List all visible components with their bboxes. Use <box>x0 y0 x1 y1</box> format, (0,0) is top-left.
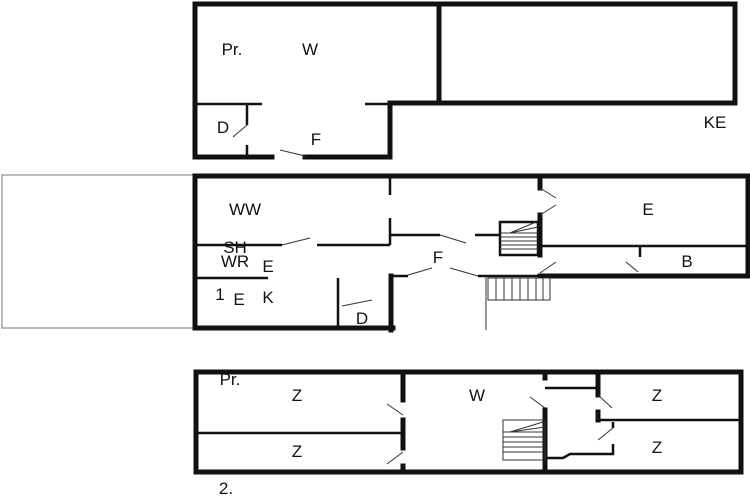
top-floor-plan: Pr. W D F KE <box>192 1 738 160</box>
room-label-d: D <box>217 118 229 137</box>
room-label-e: E <box>262 257 273 276</box>
room-label-d: D <box>356 309 368 328</box>
room-label-z: Z <box>292 386 302 405</box>
annex-outline <box>1 174 194 329</box>
room-label-f: F <box>433 248 443 267</box>
room-label-w: W <box>469 386 485 405</box>
room-label-1: 1 <box>215 285 224 304</box>
room-label-w: W <box>302 40 318 59</box>
room-label-wr: WR <box>221 252 249 271</box>
room-label-b: B <box>681 252 692 271</box>
second-floor-plan: Pr. Z Z W Z Z 2. <box>193 369 744 498</box>
room-label-sh: SH <box>223 238 247 257</box>
room-label-ke: KE <box>704 113 727 132</box>
room-label-f: F <box>311 130 321 149</box>
room-label-pr: Pr. <box>220 370 241 389</box>
staircase <box>502 419 546 461</box>
outdoor-steps <box>487 277 551 301</box>
room-label-z: Z <box>652 386 662 405</box>
room-label-z: Z <box>292 442 302 461</box>
staircase <box>498 220 540 257</box>
room-label-k: K <box>262 288 274 307</box>
room-label-e: E <box>642 200 653 219</box>
room-label-pr: Pr. <box>222 40 243 59</box>
room-label-ww: WW <box>229 200 261 219</box>
floor-number: 2. <box>219 479 233 498</box>
ground-floor-plan: WW SH WR E 1 E K D F E B <box>1 173 750 333</box>
room-label-z: Z <box>652 438 662 457</box>
room-label-e: E <box>233 290 244 309</box>
